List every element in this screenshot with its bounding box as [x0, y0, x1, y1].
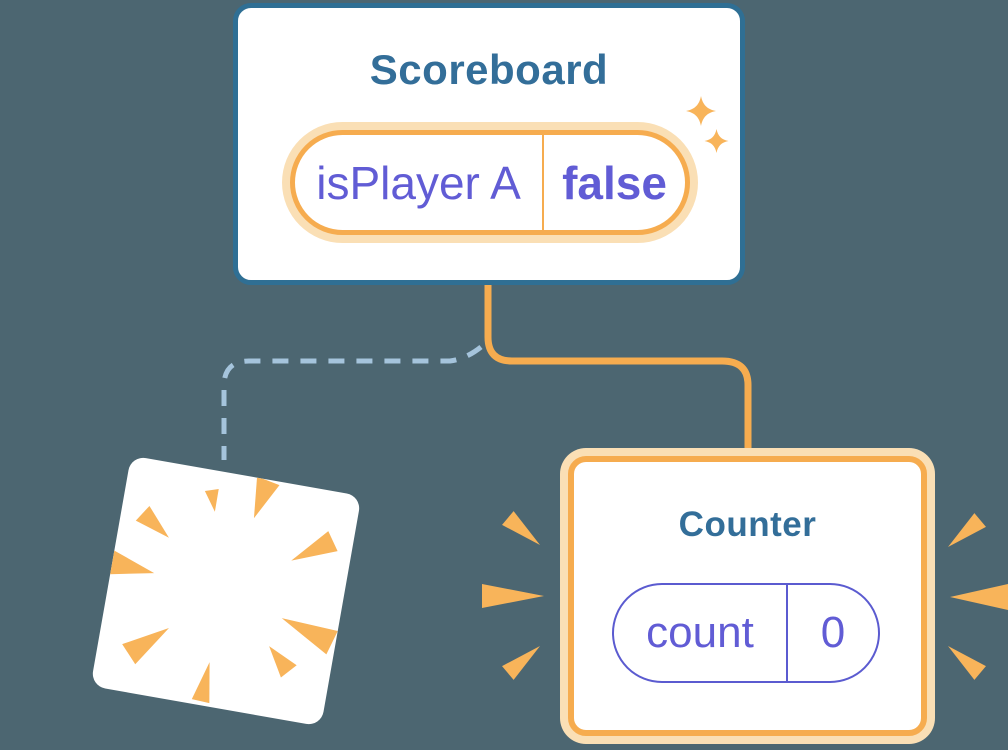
poof-ray — [105, 549, 155, 575]
connector-dashed-line — [221, 345, 483, 460]
counter-state-pill: count 0 — [612, 583, 880, 683]
counter-title: Counter — [678, 505, 817, 544]
scoreboard-title: Scoreboard — [369, 46, 609, 93]
poof-ray — [122, 628, 169, 665]
poof-ray — [281, 618, 338, 655]
poof-ray — [204, 489, 219, 512]
poof-ray — [291, 531, 338, 561]
emphasis-burst-icon — [948, 646, 986, 680]
emphasis-burst-icon — [502, 511, 540, 545]
poof-ray — [269, 646, 297, 678]
state-value-label: false — [562, 156, 667, 209]
scoreboard-state-pill: isPlayer A false — [282, 122, 698, 243]
poof-ray — [191, 662, 210, 704]
counter-card: Counter count 0 — [560, 448, 935, 744]
state-pill-body: isPlayer A false — [290, 130, 690, 235]
pill-divider — [786, 585, 788, 681]
state-value-label: 0 — [820, 608, 846, 657]
emphasis-burst-icon — [950, 584, 1008, 610]
connector-solid-line — [484, 285, 752, 452]
state-name-label: count — [646, 608, 754, 657]
state-name-label: isPlayer A — [316, 156, 521, 209]
poof-ray — [135, 505, 169, 538]
sparkles-icon — [704, 129, 729, 153]
emphasis-burst-icon — [948, 513, 986, 547]
poof-ray — [253, 476, 280, 519]
emphasis-burst-icon — [482, 584, 544, 608]
poof-burst-icon — [105, 476, 338, 704]
pill-divider — [542, 135, 544, 230]
scoreboard-card: Scoreboard isPlayer A false — [233, 3, 745, 285]
emphasis-burst-icon — [502, 646, 540, 680]
sparkles-icon — [686, 96, 716, 126]
poof-square — [90, 455, 362, 727]
